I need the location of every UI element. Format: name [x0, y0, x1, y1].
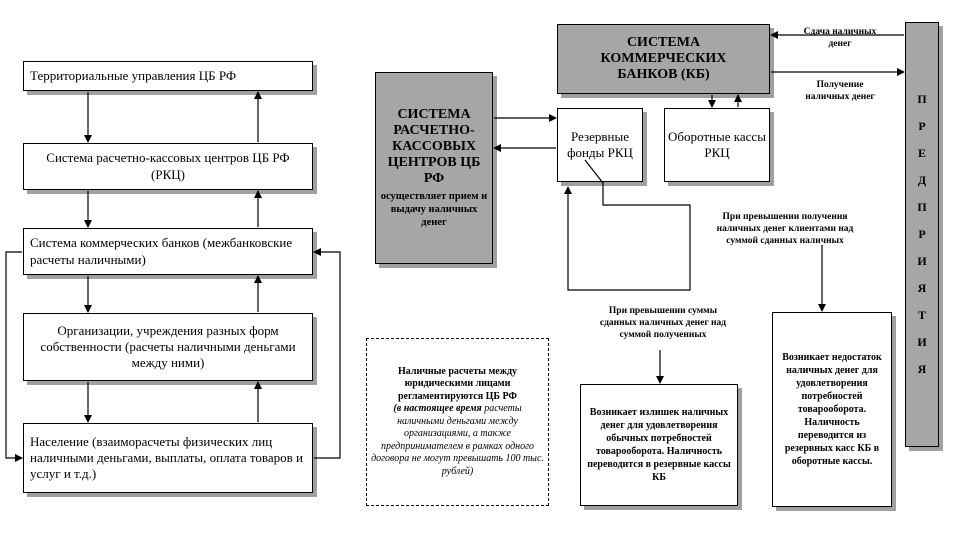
rkc-system-center-subtitle: осуществляет прием и выдачу наличных ден…: [380, 190, 488, 228]
surplus-label: Возникает излишек наличных денег для удо…: [587, 407, 731, 483]
territorial-offices-box: Территориальные управления ЦБ РФ: [23, 61, 313, 91]
population-box: Население (взаиморасчеты физических лиц …: [23, 423, 313, 493]
enterprises-letter: П: [917, 200, 927, 214]
rkc-system-box: Система расчетно-кассовых центров ЦБ РФ …: [23, 143, 313, 190]
working-cash-label: Оборотные кассы РКЦ: [668, 128, 766, 160]
enterprises-letter: Я: [917, 281, 927, 295]
regulation-note-detail: (в настоящее время расчеты наличными ден…: [371, 403, 544, 478]
diagonal-connector: [584, 159, 604, 184]
deficit-box: Возникает недостаток наличных денег для …: [772, 312, 892, 507]
working-cash-box: Оборотные кассы РКЦ: [664, 108, 770, 182]
regulation-note-detail-rest: расчеты наличными деньгами между организ…: [371, 403, 544, 477]
reserve-funds-label: Резервные фонды РКЦ: [567, 128, 633, 160]
regulation-note-box: Наличные расчеты между юридическими лица…: [366, 338, 549, 506]
deposit-cash-label: Сдача наличных денег: [803, 27, 877, 49]
commercial-banks-box: Система коммерческих банков (межбанковск…: [23, 228, 313, 275]
population-label: Население (взаиморасчеты физических лиц …: [30, 433, 303, 482]
loop-left: [5, 251, 23, 462]
enterprises-letter: И: [917, 254, 927, 268]
rkc-system-label: Система расчетно-кассовых центров ЦБ РФ …: [46, 150, 290, 182]
reserve-funds-box: Резервные фонды РКЦ: [557, 108, 643, 182]
enterprises-letter: Р: [918, 119, 926, 133]
organizations-box: Организации, учреждения разных форм собс…: [23, 313, 313, 381]
enterprises-box: П Р Е Д П Р И Я Т И Я: [905, 22, 939, 447]
enterprises-letter: И: [917, 335, 927, 349]
territorial-offices-label: Территориальные управления ЦБ РФ: [30, 67, 237, 83]
enterprises-letter: Е: [917, 146, 926, 160]
bottom-connector: [564, 182, 691, 291]
excess-received-label: При превышении получения наличных денег …: [716, 212, 854, 246]
organizations-label: Организации, учреждения разных форм собс…: [40, 322, 296, 371]
enterprises-letter: Р: [918, 227, 926, 241]
rkc-system-center-title: СИСТЕМА РАСЧЕТНО-КАССОВЫХ ЦЕНТРОВ ЦБ РФ: [387, 107, 481, 187]
excess-deposited-label: При превышении суммы сданных наличных де…: [599, 306, 727, 340]
kb-system-box: СИСТЕМА КОММЕРЧЕСКИХ БАНКОВ (КБ): [557, 24, 770, 94]
loop-right: [313, 248, 341, 459]
enterprises-letter: Т: [917, 308, 926, 322]
enterprises-letter: Я: [917, 362, 927, 376]
kb-system-title: СИСТЕМА КОММЕРЧЕСКИХ БАНКОВ (КБ): [600, 34, 727, 83]
receive-cash-label: Получение наличных денег: [805, 80, 875, 102]
regulation-note-main: Наличные расчеты между юридическими лица…: [397, 365, 518, 402]
regulation-note-detail-bold: (в настоящее время: [393, 403, 482, 415]
surplus-box: Возникает излишек наличных денег для удо…: [580, 384, 738, 506]
commercial-banks-label: Система коммерческих банков (межбанковск…: [30, 235, 293, 267]
enterprises-letter: Д: [917, 173, 927, 187]
rkc-system-center-box: СИСТЕМА РАСЧЕТНО-КАССОВЫХ ЦЕНТРОВ ЦБ РФ …: [375, 72, 493, 264]
deficit-label: Возникает недостаток наличных денег для …: [782, 352, 882, 467]
enterprises-letter: П: [917, 92, 927, 106]
